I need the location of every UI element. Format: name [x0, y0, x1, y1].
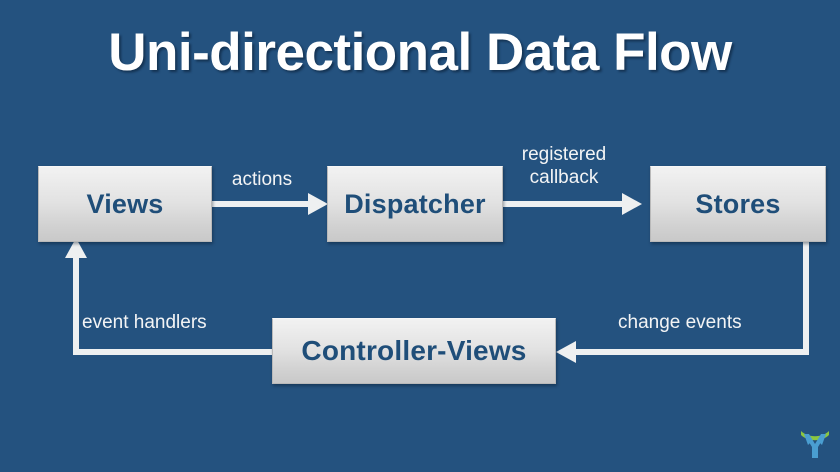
node-stores[interactable]: Stores: [650, 166, 826, 242]
arrow-head-left-controller-views: [556, 341, 576, 363]
edge-label-event-handlers: event handlers: [82, 312, 207, 333]
arrow-head-right-dispatcher: [308, 193, 328, 215]
node-views-label: Views: [86, 188, 164, 219]
node-views[interactable]: Views: [38, 166, 212, 242]
arrow-head-right-stores: [622, 193, 642, 215]
node-dispatcher[interactable]: Dispatcher: [327, 166, 503, 242]
edge-label-actions: actions: [231, 169, 293, 190]
connector-stores-down-segment: [803, 242, 809, 355]
node-stores-label: Stores: [695, 188, 781, 219]
node-controller-views-label: Controller-Views: [301, 335, 527, 366]
connector-controller-up-segment: [73, 252, 79, 355]
person-x-logo: [798, 424, 832, 462]
node-controller-views[interactable]: Controller-Views: [272, 318, 556, 384]
connector-stores-to-controller-line: [576, 349, 809, 355]
arrow-head-up-views: [65, 238, 87, 258]
connector-views-to-dispatcher-line: [212, 201, 312, 207]
edge-label-registered-callback: registered callback: [521, 144, 607, 188]
connector-controller-to-views-line: [73, 349, 278, 355]
node-dispatcher-label: Dispatcher: [344, 188, 486, 219]
page-title: Uni-directional Data Flow: [108, 23, 732, 82]
edge-label-change-events: change events: [618, 312, 742, 333]
connector-dispatcher-to-stores-line: [503, 201, 625, 207]
